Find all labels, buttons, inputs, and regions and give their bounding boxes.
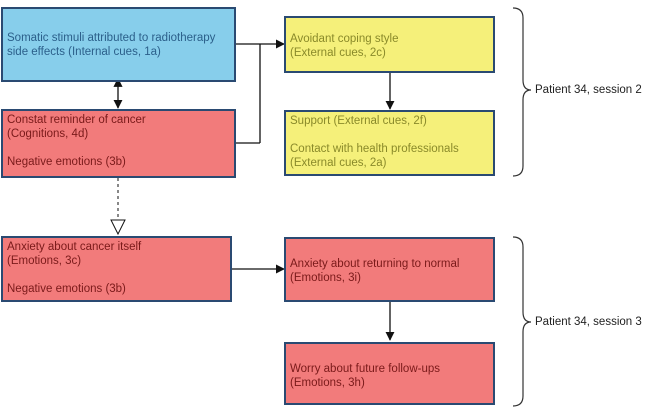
anxiety-normal-line-2: (Emotions, 3i) [290, 272, 361, 284]
box-worry-follow-ups: Worry about future follow-ups (Emotions,… [284, 342, 495, 405]
box-avoidant-coping: Avoidant coping style (External cues, 2c… [284, 16, 495, 73]
box-reminder-of-cancer: Constat reminder of cancer (Cognitions, … [1, 109, 236, 178]
reminder-line-1: Constat reminder of cancer [7, 114, 146, 126]
somatic-line-2: side effects (Internal cues, 1a) [7, 46, 161, 58]
brace-session2 [512, 7, 532, 177]
support-line-3: (External cues, 2a) [290, 157, 387, 169]
brace-session3 [512, 236, 532, 407]
avoidant-line-2: (External cues, 2c) [290, 47, 386, 59]
box-support: Support (External cues, 2f) Contact with… [284, 110, 495, 176]
support-line-2: Contact with health professionals [290, 143, 459, 155]
reminder-line-3: Negative emotions (3b) [7, 156, 126, 168]
somatic-line-1: Somatic stimuli attributed to radiothera… [7, 32, 216, 44]
anxiety-normal-line-1: Anxiety about returning to normal [290, 258, 460, 270]
box-somatic-stimuli: Somatic stimuli attributed to radiothera… [1, 7, 236, 82]
box-anxiety-cancer: Anxiety about cancer itself (Emotions, 3… [1, 236, 232, 302]
worry-line-1: Worry about future follow-ups [290, 363, 440, 375]
anxiety-cancer-line-3: Negative emotions (3b) [7, 283, 126, 295]
worry-line-2: (Emotions, 3h) [290, 377, 365, 389]
label-session-2: Patient 34, session 2 [535, 84, 642, 96]
label-session-3: Patient 34, session 3 [535, 316, 642, 328]
anxiety-cancer-line-2: (Emotions, 3c) [7, 255, 82, 267]
reminder-line-2: (Cognitions, 4d) [7, 128, 89, 140]
hollow-arrowhead [110, 219, 126, 236]
box-anxiety-returning: Anxiety about returning to normal (Emoti… [284, 237, 495, 302]
avoidant-line-1: Avoidant coping style [290, 33, 399, 45]
anxiety-cancer-line-1: Anxiety about cancer itself [7, 241, 142, 253]
support-line-1: Support (External cues, 2f) [290, 115, 427, 127]
